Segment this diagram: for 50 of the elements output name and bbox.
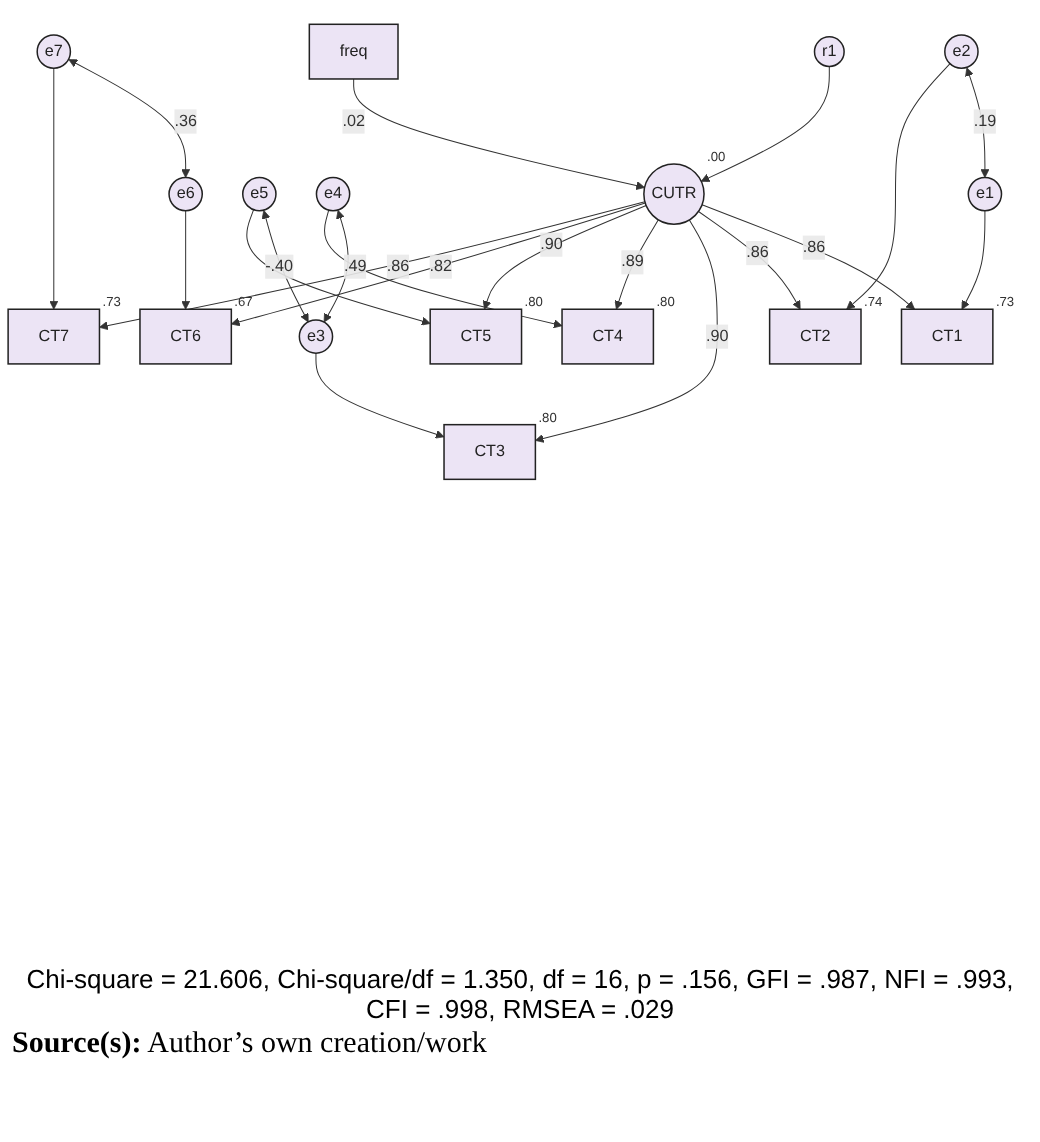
edge-label: .82 (429, 257, 453, 275)
node-circle: e3 (298, 319, 334, 354)
edge-label: .02 (342, 112, 365, 130)
edge-label: .49 (344, 257, 367, 275)
node-circle: e4 (315, 176, 351, 212)
source-note: Source(s): Author’s own creation/work (12, 1028, 489, 1062)
node-box: CT3 (443, 423, 537, 481)
node-circle: e1 (967, 176, 1003, 212)
node-circle: e5 (242, 176, 277, 212)
edge-label: .90 (705, 327, 729, 345)
arrow (353, 78, 645, 190)
arrow (315, 352, 445, 439)
node-box: CT5 (429, 308, 523, 365)
arrow (99, 201, 646, 331)
node-circle: CUTR (643, 163, 705, 225)
node-circle: r1 (813, 36, 845, 68)
edge-label: .86 (746, 244, 769, 262)
arrow (246, 209, 431, 326)
node-circle: e2 (944, 34, 979, 69)
node-circle: e7 (36, 34, 72, 69)
edge-label: -.40 (265, 257, 294, 275)
fit-statistics-note: Chi-square = 21.606, Chi-square/df = 1.350, df = 16, p = .156, GFI = .987, NFI = .993, CFI = .998, RMSEA = .029 (24, 964, 1016, 1024)
arrow (846, 63, 951, 310)
arrow (49, 67, 59, 310)
arrow (68, 59, 191, 178)
node-box: freq (308, 23, 399, 80)
edge-label: .86 (802, 238, 826, 256)
arrow (230, 202, 646, 327)
arrow (700, 65, 830, 182)
edge-label: .90 (540, 235, 563, 253)
arrow (261, 210, 309, 323)
arrow (323, 209, 349, 323)
arrow (535, 219, 718, 443)
edge-label: .19 (973, 112, 997, 130)
arrow (614, 219, 659, 310)
node-box: CT2 (768, 308, 862, 365)
edge-label: .86 (386, 257, 410, 275)
arrow (961, 210, 986, 310)
node-box: CT7 (7, 308, 101, 365)
arrow (701, 204, 915, 310)
arrow (965, 67, 990, 178)
node-box: CT4 (561, 308, 655, 365)
arrow (482, 205, 647, 310)
node-box: CT6 (139, 308, 233, 365)
edge-label: .89 (621, 253, 644, 271)
edge-label: .36 (174, 112, 197, 130)
arrow (181, 210, 191, 310)
arrow (698, 210, 801, 310)
node-circle: e6 (168, 176, 203, 212)
node-box: CT1 (900, 308, 994, 365)
